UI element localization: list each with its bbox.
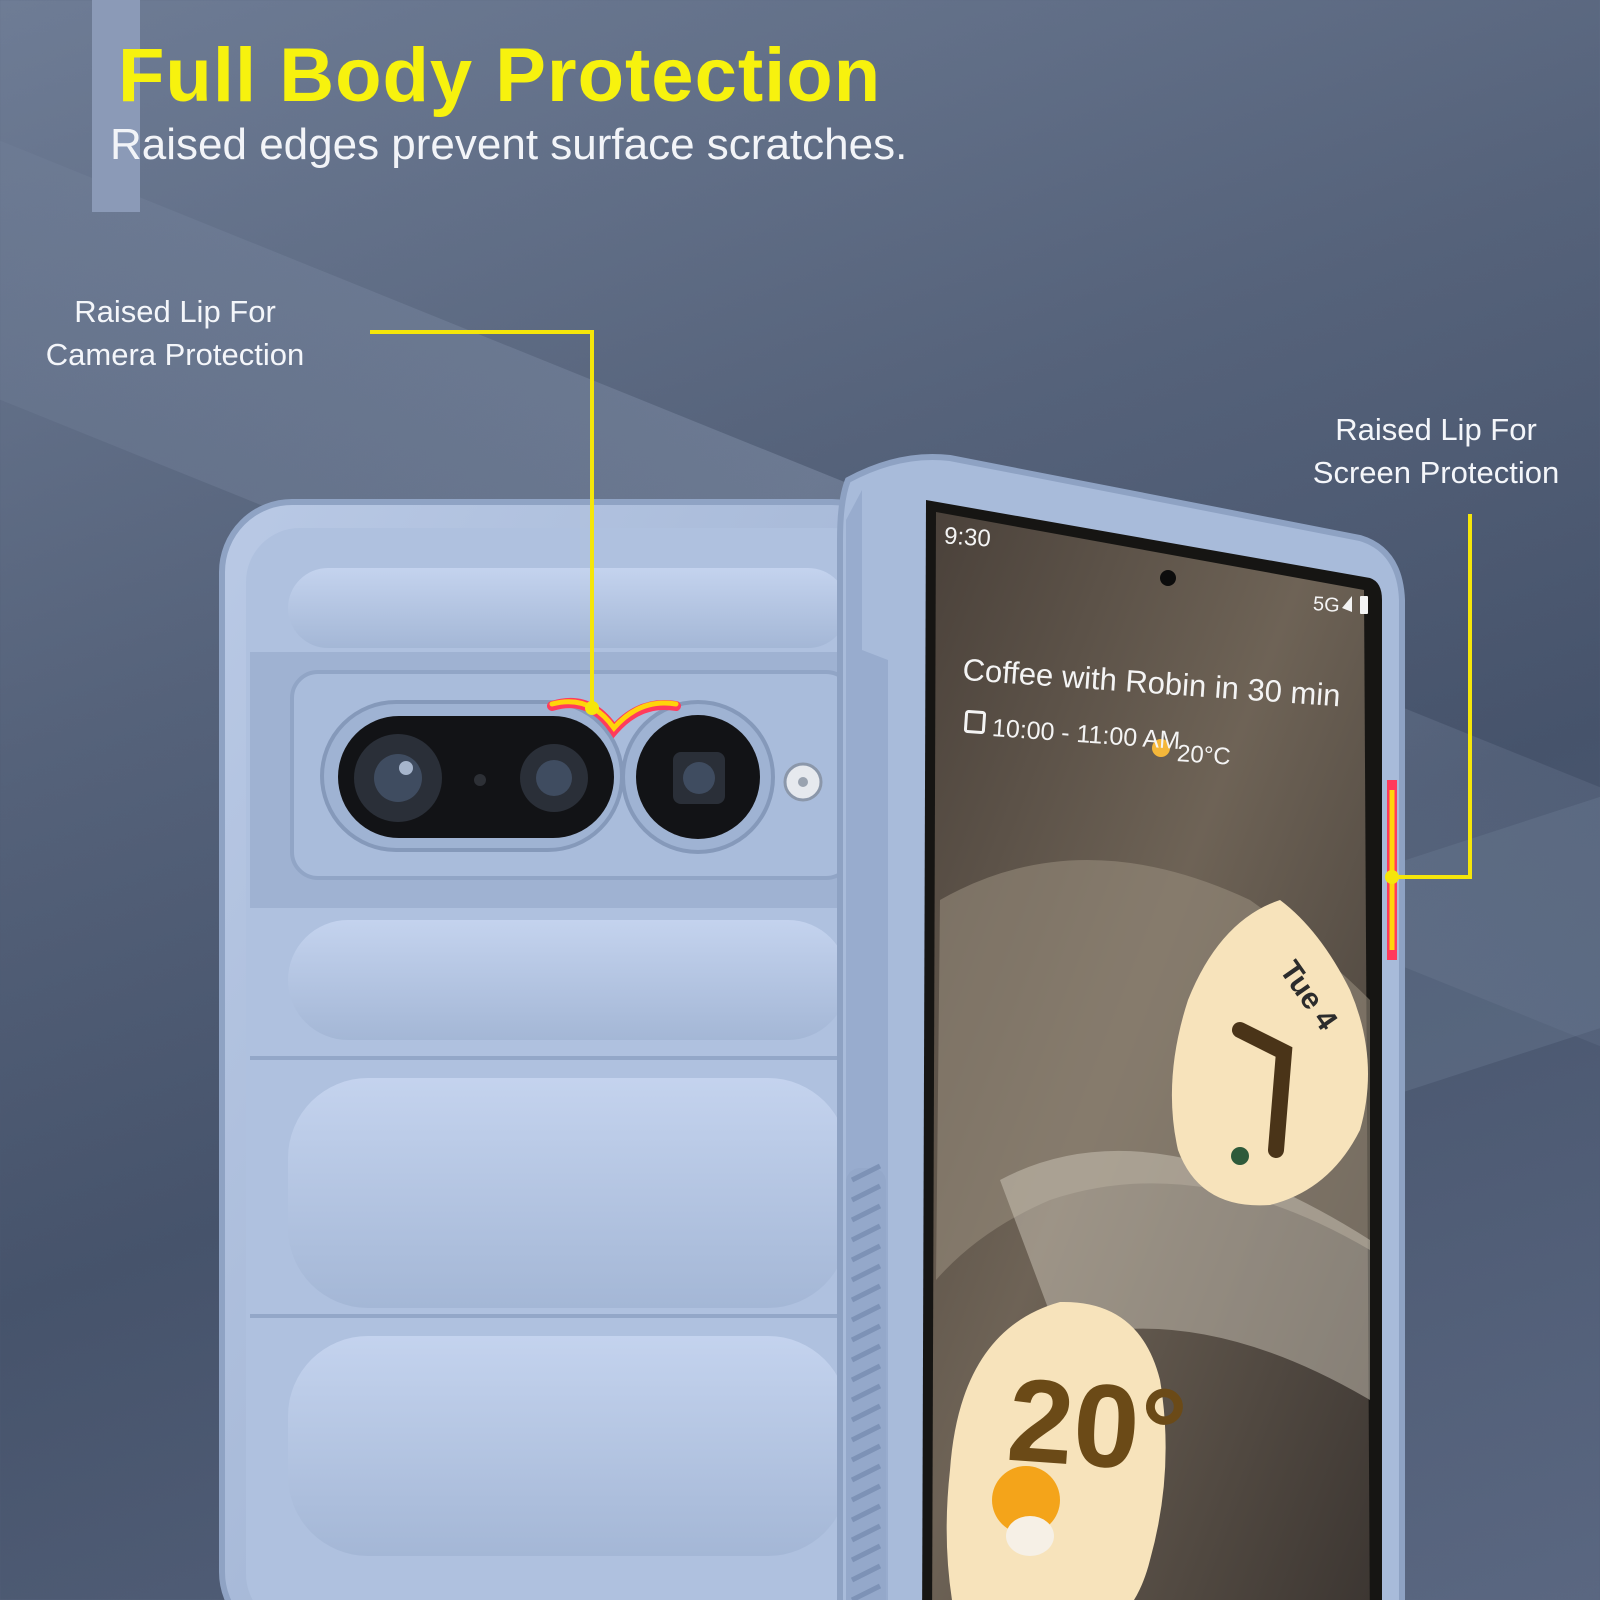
event-temperature: 20°C (1176, 740, 1232, 771)
headline: Full Body Protection (118, 33, 882, 118)
status-time: 9:30 (943, 522, 992, 553)
calendar-icon (963, 710, 987, 734)
screen-callout-dot (1385, 870, 1399, 884)
battery-icon (1360, 596, 1368, 614)
subheadline: Raised edges prevent surface scratches. (110, 120, 908, 169)
screen-callout-line-1: Raised Lip For (1335, 412, 1537, 447)
screen-callout-line (1392, 514, 1472, 879)
camera-callout-dot (585, 701, 599, 715)
signal-icon (1342, 596, 1352, 612)
cloud-icon (1006, 1516, 1054, 1556)
grip-texture (846, 1163, 886, 1600)
small-sun-icon (1152, 739, 1170, 757)
sun-icon (992, 1466, 1060, 1534)
status-network: 5G (1312, 593, 1341, 617)
camera-callout-line-2: Camera Protection (45, 337, 305, 372)
case-back (219, 499, 905, 1600)
weather-temperature: 20° (1003, 1353, 1191, 1499)
headline-accent-bar (92, 0, 140, 212)
camera-protection-callout: Raised Lip For Camera Protection (30, 290, 320, 376)
camera-bump (320, 698, 823, 854)
phone-front (837, 453, 1405, 1600)
screen-protection-callout: Raised Lip For Screen Protection (1300, 408, 1572, 494)
callout-lines (370, 330, 1472, 884)
camera-callout-line-1: Raised Lip For (74, 294, 276, 329)
camera-callout-line (370, 330, 594, 708)
weather-widget (946, 1301, 1166, 1600)
screen-callout-line-2: Screen Protection (1312, 455, 1560, 490)
